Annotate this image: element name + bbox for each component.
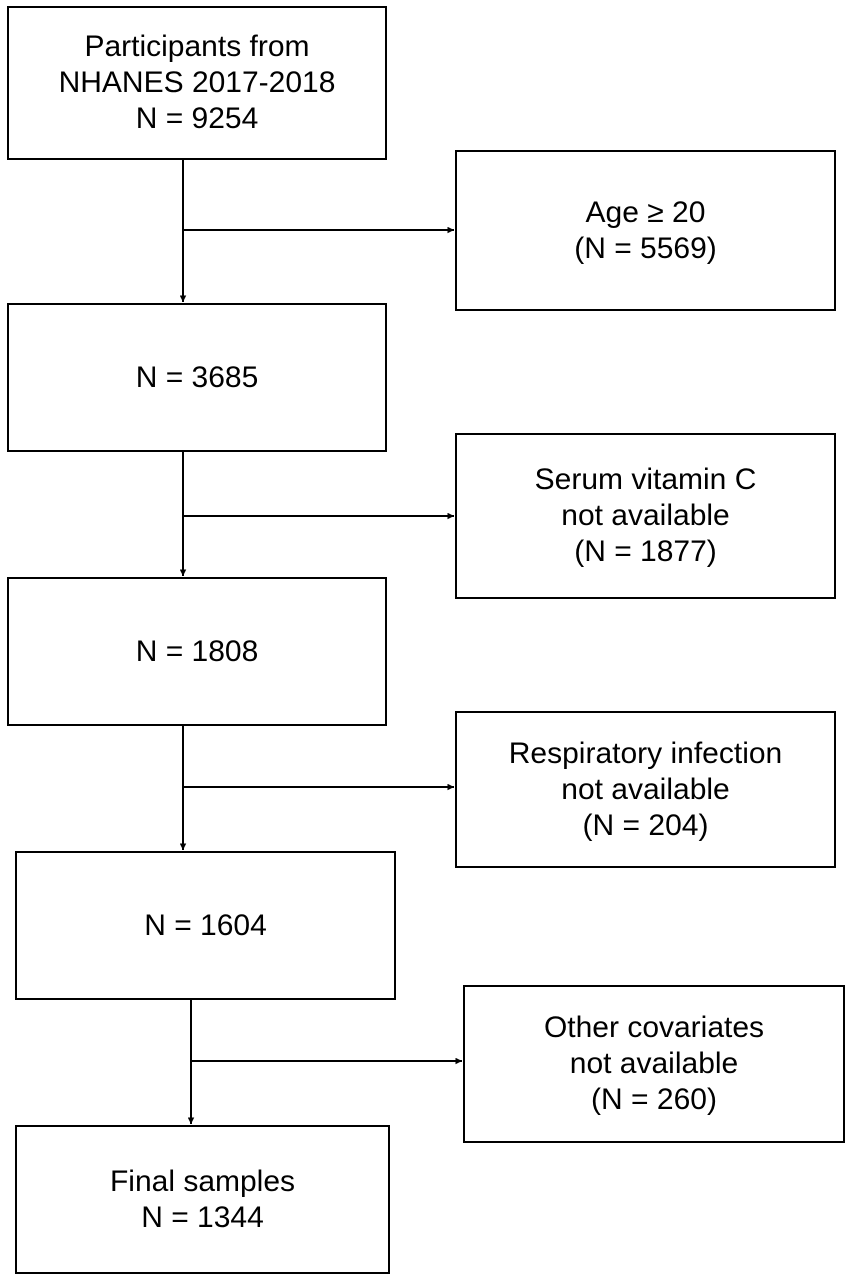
box-final-samples-line-1: Final samples xyxy=(109,1164,296,1198)
exclusion-box-covariates-line-2: not available xyxy=(569,1047,739,1080)
box-participants-line-1: Participants from xyxy=(84,30,310,63)
exclusion-box-vitamin-c-line-1: Serum vitamin C xyxy=(534,463,757,496)
exclusion-box-respiratory: Respiratory infection not available (N =… xyxy=(455,711,836,868)
box-step-3: N = 1808 xyxy=(7,577,387,726)
box-step-4: N = 1604 xyxy=(15,851,396,1000)
box-step-2-line-1: N = 3685 xyxy=(135,360,259,394)
box-final-samples: Final samples N = 1344 xyxy=(15,1125,390,1274)
box-participants-line-2: NHANES 2017-2018 xyxy=(58,66,336,99)
exclusion-box-respiratory-line-1: Respiratory infection xyxy=(508,736,783,770)
box-step-4-line-1: N = 1604 xyxy=(144,908,267,942)
box-participants-line-3: N = 9254 xyxy=(135,102,259,135)
exclusion-box-age-line-1: Age ≥ 20 xyxy=(585,195,706,229)
box-final-samples-line-2: N = 1344 xyxy=(141,1200,264,1234)
exclusion-box-covariates-line-3: (N = 260) xyxy=(591,1083,717,1116)
exclusion-box-respiratory-line-2: not available xyxy=(561,772,730,806)
exclusion-box-vitamin-c: Serum vitamin C not available (N = 1877) xyxy=(455,433,836,599)
exclusion-box-covariates: Other covariates not available (N = 260) xyxy=(463,985,845,1143)
exclusion-box-vitamin-c-line-2: not available xyxy=(561,499,730,532)
box-participants: Participants from NHANES 2017-2018 N = 9… xyxy=(7,6,387,160)
exclusion-box-respiratory-line-3: (N = 204) xyxy=(582,808,709,842)
box-step-3-line-1: N = 1808 xyxy=(135,634,259,668)
exclusion-box-covariates-line-1: Other covariates xyxy=(543,1011,765,1044)
box-step-2: N = 3685 xyxy=(7,303,387,452)
exclusion-box-age-line-2: (N = 5569) xyxy=(574,231,717,265)
exclusion-box-vitamin-c-line-3: (N = 1877) xyxy=(574,535,717,568)
exclusion-box-age: Age ≥ 20 (N = 5569) xyxy=(455,150,836,311)
